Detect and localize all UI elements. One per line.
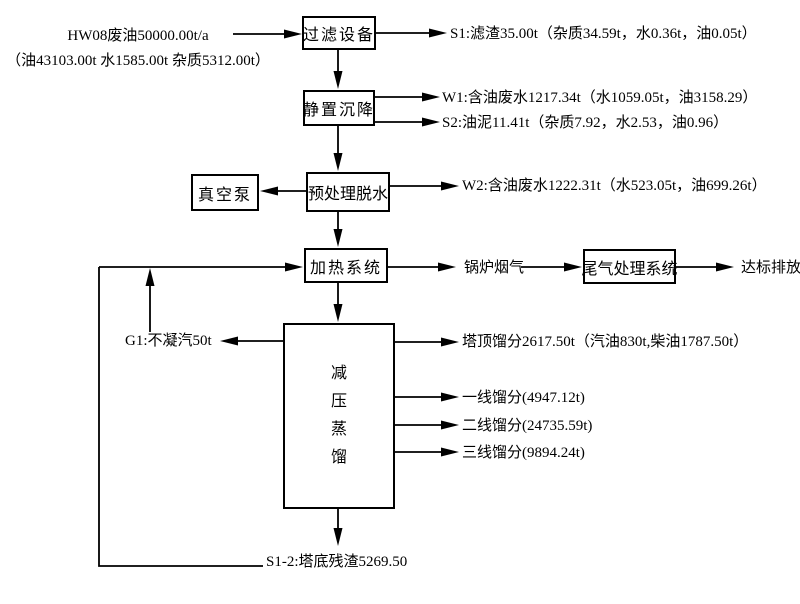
arrow-input-to-filter xyxy=(233,29,302,39)
arrow-settle-to-w1 xyxy=(374,92,440,102)
arrow-dewater-to-heating xyxy=(333,212,343,247)
arrow-distillation-to-residue xyxy=(333,508,343,546)
node-tail-gas-system: 尾气处理系统 xyxy=(581,249,678,284)
node-filter-equipment: 过滤设备 xyxy=(302,16,376,50)
arrow-g1-riser xyxy=(145,268,155,332)
stream-w2-label: W2:含油废水1222.31t（水523.05t，油699.26t） xyxy=(462,178,767,194)
arrow-recycle-to-heating xyxy=(99,262,303,272)
node-settle-label: 静置沉降 xyxy=(303,102,376,119)
input-line2: （油43103.00t 水1585.00t 杂质5312.00t） xyxy=(6,53,270,69)
node-vacuum-label: 真空泵 xyxy=(197,186,252,204)
arrow-tailgas-to-discharge xyxy=(676,262,734,272)
arrow-settle-to-s2 xyxy=(374,117,440,127)
input-line1: HW08废油50000.00t/a xyxy=(67,28,209,44)
node-dewater-label: 预处理脱水 xyxy=(308,186,389,203)
residue-recycle-loop-line xyxy=(98,267,263,567)
arrow-filter-to-settle xyxy=(333,49,343,89)
arrow-filter-to-s1 xyxy=(376,28,447,38)
arrow-dewater-to-w2 xyxy=(390,181,459,191)
stream-fraction2-label: 二线馏分(24735.59t) xyxy=(462,418,593,434)
stream-s2-label: S2:油泥11.41t（杂质7.92，水2.53，油0.96） xyxy=(442,115,729,131)
arrow-heating-to-fluegas xyxy=(388,262,456,272)
node-tailgas-label: 尾气处理系统 xyxy=(581,260,678,278)
stream-g1-label: G1:不凝汽50t xyxy=(125,333,212,349)
arrow-distillation-to-fraction2 xyxy=(395,420,459,430)
arrow-dewater-to-vacuum xyxy=(260,186,306,196)
arrow-distillation-to-fraction1 xyxy=(395,392,459,402)
arrow-distillation-to-top-fraction xyxy=(395,337,459,347)
stream-fraction3-label: 三线馏分(9894.24t) xyxy=(462,445,585,461)
node-filter-label: 过滤设备 xyxy=(303,27,376,44)
node-pretreat-dewatering: 预处理脱水 xyxy=(306,172,390,212)
arrow-settle-to-dewater xyxy=(333,125,343,171)
arrow-distillation-to-fraction3 xyxy=(395,447,459,457)
stream-fraction1-label: 一线馏分(4947.12t) xyxy=(462,390,585,406)
stream-w1-label: W1:含油废水1217.34t（水1059.05t，油3158.29） xyxy=(442,90,758,106)
node-distillation-label: 减压蒸馏 xyxy=(330,365,347,466)
node-settling: 静置沉降 xyxy=(303,90,375,126)
arrow-fluegas-to-tailgas xyxy=(521,262,582,272)
stream-s1-label: S1:滤渣35.00t（杂质34.59t，水0.36t，油0.05t） xyxy=(450,26,757,42)
arrow-distillation-to-g1 xyxy=(220,336,283,346)
stream-discharge-label: 达标排放 xyxy=(741,260,800,276)
node-heating-system: 加热系统 xyxy=(304,248,388,283)
stream-boiler-flue-gas-label: 锅炉烟气 xyxy=(464,260,525,276)
input-stream-label: HW08废油50000.00t/a （油43103.00t 水1585.00t … xyxy=(4,24,272,74)
arrow-heating-to-distillation xyxy=(333,283,343,322)
stream-bottom-residue-label: S1-2:塔底残渣5269.50 xyxy=(266,554,408,570)
node-vacuum-distillation: 减压蒸馏 xyxy=(283,323,395,509)
node-heating-label: 加热系统 xyxy=(309,259,382,277)
node-vacuum-pump: 真空泵 xyxy=(191,174,259,211)
stream-top-fraction-label: 塔顶馏分2617.50t（汽油830t,柴油1787.50t） xyxy=(462,334,749,350)
